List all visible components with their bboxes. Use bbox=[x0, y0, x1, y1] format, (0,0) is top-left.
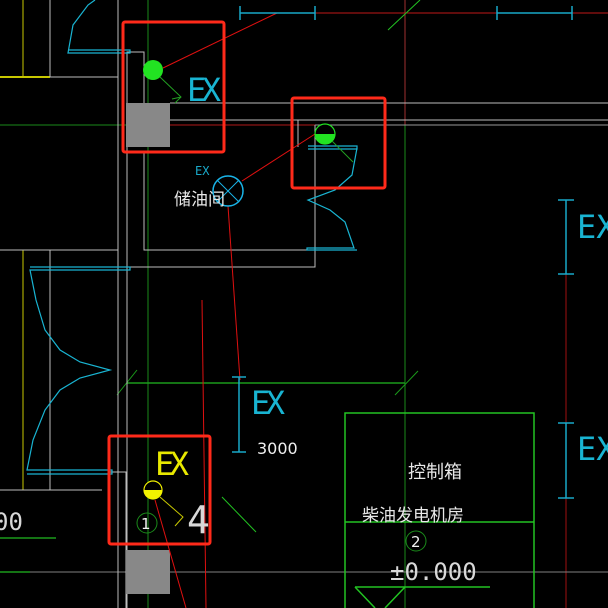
circle-marker-1 bbox=[136, 512, 158, 534]
dimension-bars bbox=[232, 6, 574, 499]
marker-1-label: 1 bbox=[141, 515, 151, 533]
room-label-generator: 柴油发电机房 bbox=[362, 506, 464, 526]
door-swings bbox=[26, 0, 358, 475]
circuit-number: 4 bbox=[187, 498, 210, 542]
light-fixture-green[interactable] bbox=[143, 60, 182, 104]
elevation-label: ±0.000 bbox=[390, 558, 477, 586]
ex-label: EX bbox=[577, 208, 608, 246]
light-fixture-halfgreen[interactable] bbox=[314, 123, 354, 163]
circle-marker-2 bbox=[405, 530, 427, 552]
explosion-proof-lamp-icon[interactable] bbox=[212, 175, 244, 207]
ex-label: EX bbox=[577, 430, 608, 468]
light-fixture-yellow[interactable] bbox=[143, 480, 184, 527]
marker-2-label: 2 bbox=[411, 533, 421, 551]
dimension-3000: 3000 bbox=[257, 439, 298, 458]
control-box-label: 控制箱 bbox=[408, 462, 462, 483]
column bbox=[126, 103, 170, 147]
ex-label-small: EX bbox=[195, 164, 210, 178]
wiring-lines bbox=[154, 12, 316, 608]
ex-label: EX bbox=[187, 71, 221, 109]
highlight-boxes bbox=[107, 20, 387, 546]
room-label-oil-storage: 储油间 bbox=[174, 190, 225, 210]
dimension-fragment: 00 bbox=[0, 508, 23, 536]
ex-label: EX bbox=[251, 384, 285, 422]
ex-label-yellow: EX bbox=[155, 445, 189, 483]
control-box-outline bbox=[344, 412, 535, 608]
column bbox=[126, 550, 170, 594]
